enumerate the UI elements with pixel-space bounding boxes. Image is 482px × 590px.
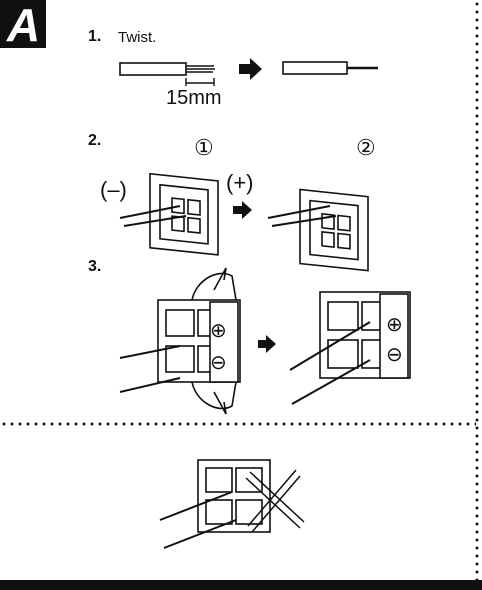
wire-untwisted (119, 62, 215, 76)
circled-2: ② (356, 135, 376, 160)
cross-mark-icon (245, 469, 305, 533)
incorrect-terminal-block (197, 459, 271, 533)
wires-block-right (289, 321, 371, 405)
terminal-plate-1 (149, 172, 219, 256)
positive-label: (+) (226, 170, 254, 195)
release-levers-left (191, 267, 237, 415)
plus-sign-left: ⊕ (210, 320, 227, 342)
wires-plate-1 (119, 205, 187, 227)
wires-plate-2 (267, 205, 337, 227)
terminal-block-left (157, 299, 241, 383)
plus-sign-right: ⊕ (386, 314, 403, 336)
dotted-border-right (475, 0, 479, 580)
bottom-border (0, 580, 482, 590)
dotted-divider (0, 422, 476, 426)
arrow-right-icon (233, 201, 252, 219)
circled-1: ① (194, 135, 214, 160)
step-2-number: 2. (88, 132, 102, 149)
panel-label: A (0, 0, 46, 51)
step-1-number: 1. (88, 28, 102, 45)
step-3-number: 3. (88, 258, 102, 275)
negative-label: (–) (100, 177, 127, 202)
arrow-right-icon (258, 335, 276, 353)
panel-label-letter: A (7, 0, 41, 51)
terminal-block-right (319, 291, 411, 379)
wire-twisted (282, 61, 378, 75)
minus-sign-left: ⊖ (210, 352, 227, 374)
incorrect-wires (159, 491, 237, 549)
wires-block-left (119, 345, 181, 393)
dimension-marker (185, 78, 215, 86)
step-1-text: Twist. (118, 29, 157, 46)
minus-sign-right: ⊖ (386, 344, 403, 366)
arrow-right-icon (239, 58, 262, 80)
strip-length-label: 15mm (166, 87, 222, 109)
terminal-plate-2 (299, 188, 369, 272)
